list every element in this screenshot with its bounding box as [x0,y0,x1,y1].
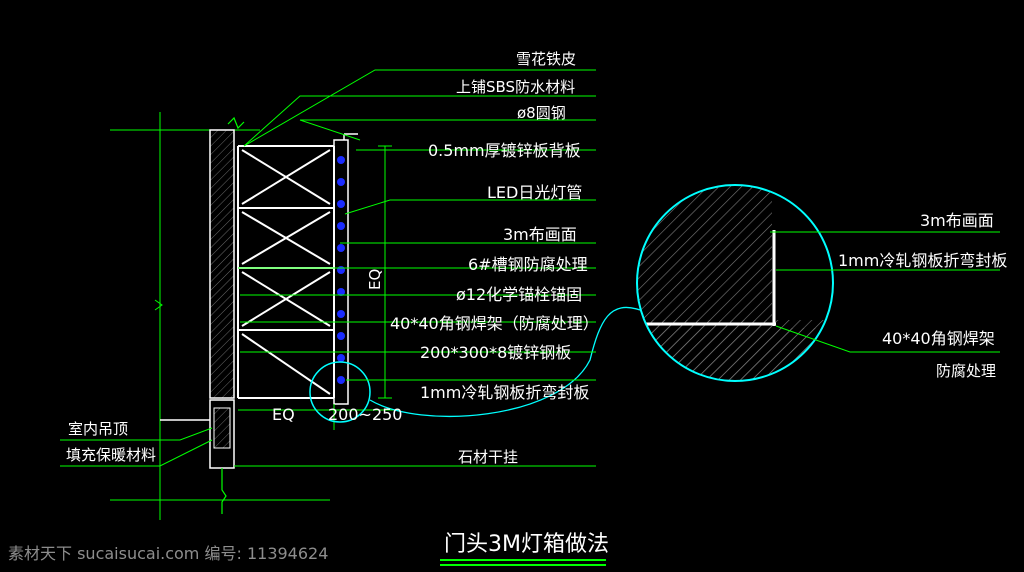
led-tubes [337,156,345,384]
label-led-tube: LED日光灯管 [487,183,583,202]
detail-marker [309,361,371,423]
lightbox-frame [237,145,335,399]
label-anticorrosion: 防腐处理 [936,362,997,380]
label-sbs-waterproof: 上铺SBS防水材料 [456,78,576,96]
drawing-title: 门头3M灯箱做法 [444,532,609,557]
label-angle-steel-right: 40*40角钢焊架 [882,329,995,348]
label-rebar-8: ø8圆钢 [517,104,566,122]
leader-lines [60,69,596,467]
label-indoor-ceiling: 室内吊顶 [68,420,129,438]
label-angle-steel-left: 40*40角钢焊架（防腐处理） [390,314,599,333]
label-eq-bottom: EQ [272,405,295,424]
label-channel-steel: 6#槽钢防腐处理 [468,255,588,274]
label-insulation: 填充保暖材料 [66,446,157,464]
label-3m-cloth-right: 3m布画面 [920,211,994,230]
label-3m-cloth-left: 3m布画面 [503,225,577,244]
label-seal-plate-left: 1mm冷轧钢板折弯封板 [420,383,590,402]
enlarged-detail [637,185,833,381]
label-seal-plate-right: 1mm冷轧钢板折弯封板 [838,251,1008,270]
label-snow-iron: 雪花铁皮 [516,50,577,68]
label-backplate: 0.5mm厚镀锌板背板 [428,141,581,160]
label-galvanized-plate: 200*300*8镀锌钢板 [420,343,572,362]
label-anchor-bolt: ø12化学锚栓锚固 [456,285,583,304]
label-dimension: 200~250 [328,405,403,424]
wall-section [209,129,235,399]
label-eq-vertical: EQ [366,268,384,290]
label-stone-cladding: 石材干挂 [458,448,519,466]
front-panel [333,139,349,405]
watermark: 素材天下 sucaisucai.com 编号: 11394624 [8,544,329,563]
